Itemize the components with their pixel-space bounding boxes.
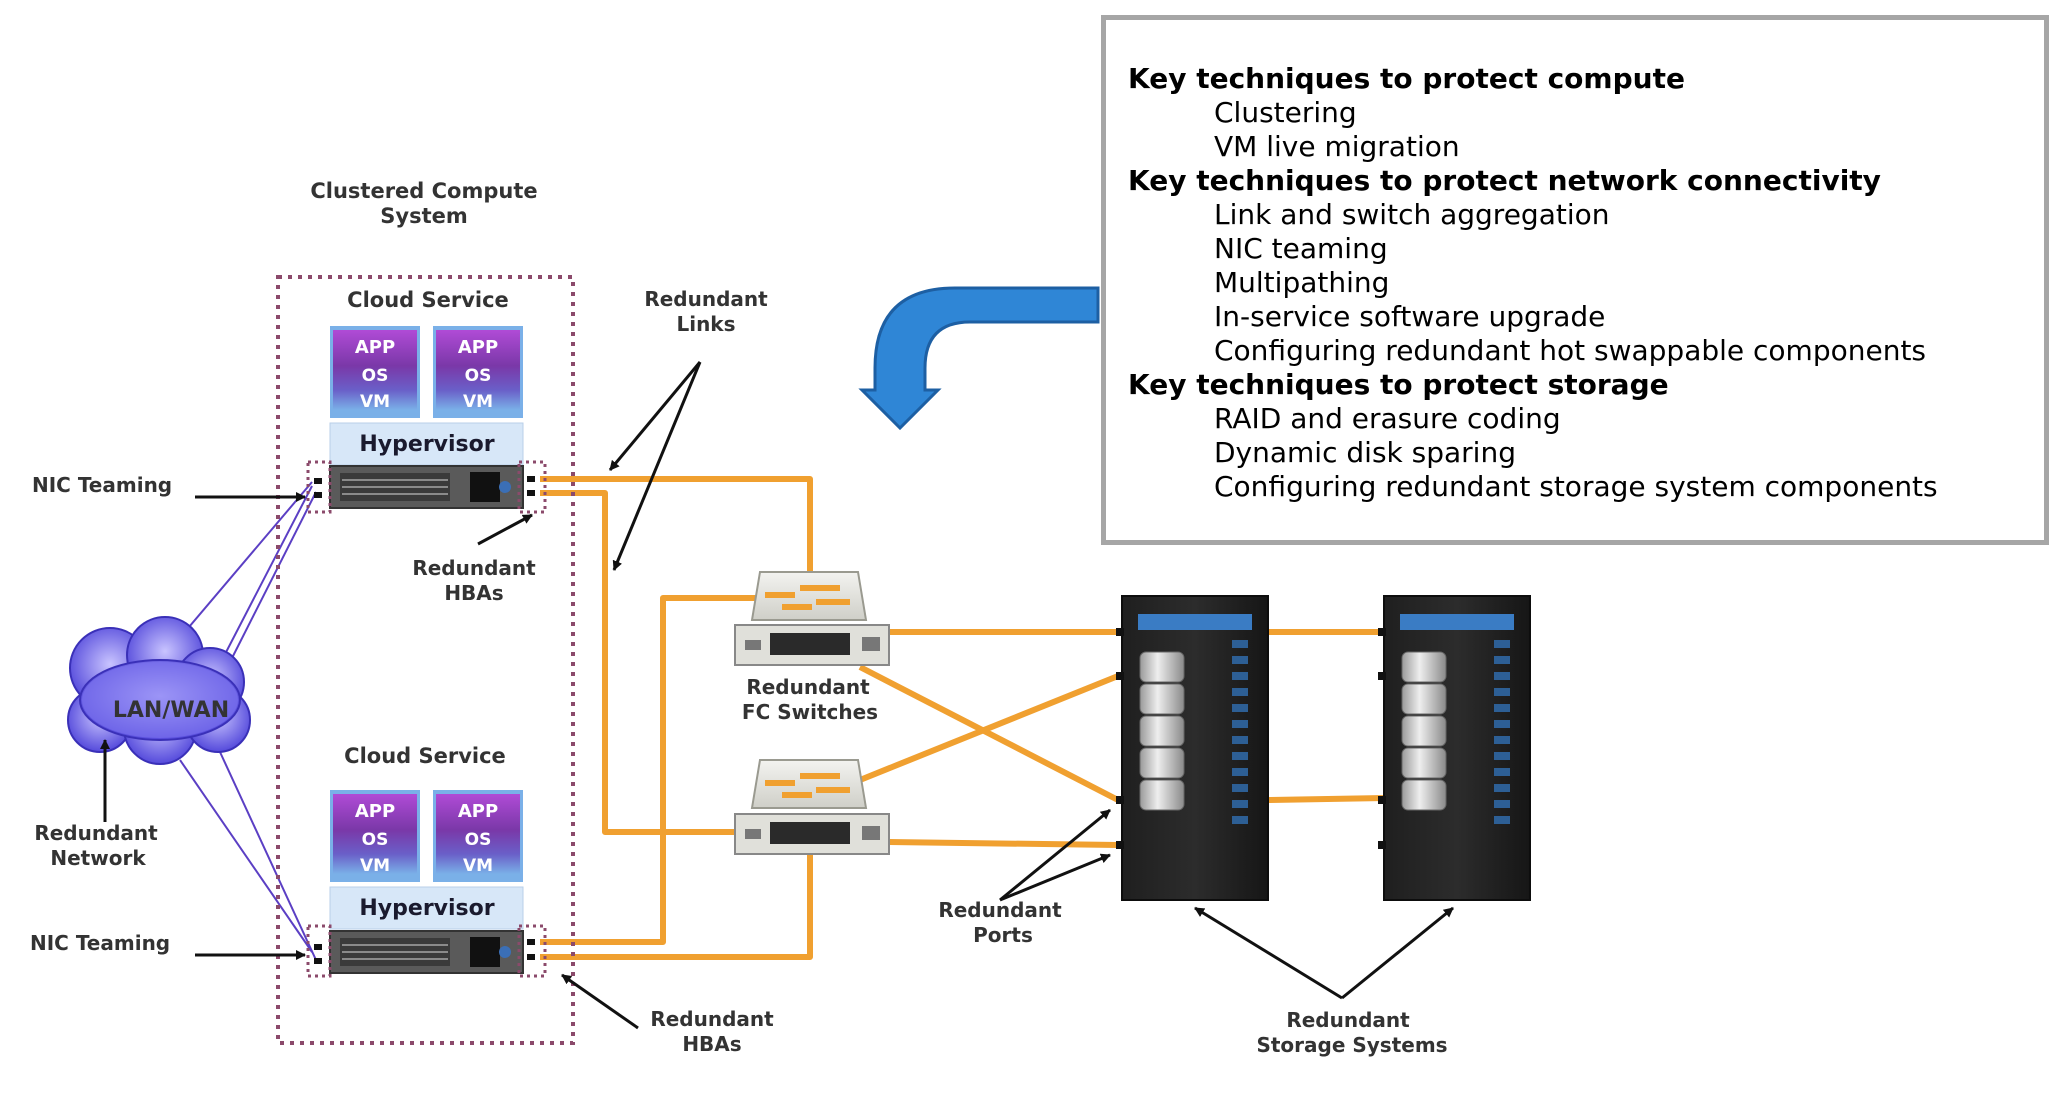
section-item: Dynamic disk sparing bbox=[1214, 436, 1516, 469]
section-item: NIC teaming bbox=[1214, 232, 1388, 265]
redundant-ports-label-1: Redundant bbox=[938, 898, 1062, 922]
annotation-arrows bbox=[100, 361, 1454, 1030]
cloud-service-bottom-label: Cloud Service bbox=[344, 744, 506, 768]
nic-team-bottom-box bbox=[306, 924, 332, 978]
fc-switch-top bbox=[734, 571, 890, 666]
hypervisor-bottom bbox=[329, 886, 524, 930]
cloud-service-top: Cloud Service APP OS VM APP OS VM Hyperv… bbox=[306, 288, 547, 514]
hba-top-box bbox=[517, 460, 547, 514]
redundant-network-label-1: Redundant bbox=[34, 821, 158, 845]
storage-system-2 bbox=[1378, 595, 1531, 901]
server-bottom bbox=[329, 930, 524, 974]
vm-bottom-1-vm: VM bbox=[360, 856, 390, 876]
redundant-storage-label-1: Redundant bbox=[1286, 1008, 1410, 1032]
vm-top-1-os: OS bbox=[362, 366, 389, 386]
hba-bottom-box bbox=[517, 924, 547, 978]
vm-bottom-1: APP OS VM bbox=[330, 790, 420, 882]
hbas-bottom-label-1: Redundant bbox=[650, 1007, 774, 1031]
section-item: Multipathing bbox=[1214, 266, 1390, 299]
lan-wan-cloud: LAN/WAN bbox=[67, 616, 251, 765]
lan-link-top-2 bbox=[229, 491, 317, 663]
nic-teaming-top-label: NIC Teaming bbox=[32, 473, 172, 497]
vm-bottom-2-os: OS bbox=[465, 830, 492, 850]
arrow-ports-2 bbox=[999, 853, 1111, 902]
section-item: Clustering bbox=[1214, 96, 1357, 129]
arrow-links-2 bbox=[612, 361, 702, 571]
vm-top-1: APP OS VM bbox=[330, 326, 420, 418]
nic-team-top-box bbox=[306, 460, 332, 514]
cluster-title-line1: Clustered Compute bbox=[310, 179, 537, 203]
arrow-ports-1 bbox=[999, 808, 1111, 902]
fc-link-bottom-server-1 bbox=[540, 595, 758, 945]
lan-link-bottom-1 bbox=[179, 759, 313, 953]
fc-link-bottom-server-2 bbox=[540, 848, 813, 960]
arrow-hbas-bottom bbox=[561, 973, 639, 1030]
cluster-title-line2: System bbox=[380, 204, 467, 228]
vm-bottom-2-app: APP bbox=[458, 801, 498, 822]
fc-switch-bottom bbox=[734, 759, 890, 855]
vm-top-2-os: OS bbox=[465, 366, 492, 386]
section-heading: Key techniques to protect compute bbox=[1128, 62, 1685, 95]
hypervisor-top-label: Hypervisor bbox=[359, 432, 494, 457]
lan-link-top-1 bbox=[177, 481, 313, 641]
lan-wan-label: LAN/WAN bbox=[113, 698, 229, 723]
section-item: RAID and erasure coding bbox=[1214, 402, 1561, 435]
section-heading: Key techniques to protect storage bbox=[1128, 368, 1669, 401]
fc-link-top-server-2 bbox=[540, 490, 736, 835]
redundant-links-label-2: Links bbox=[676, 312, 735, 336]
section-item: VM live migration bbox=[1214, 130, 1460, 163]
fc-link-sw1-st1-port3 bbox=[858, 664, 1120, 803]
hbas-bottom-label-2: HBAs bbox=[682, 1032, 741, 1056]
nic-teaming-bottom-label: NIC Teaming bbox=[30, 931, 170, 955]
server-top bbox=[329, 465, 524, 509]
section-item: Link and switch aggregation bbox=[1214, 198, 1610, 231]
redundant-network-label-2: Network bbox=[50, 846, 146, 870]
fc-link-sw2-st1-port4 bbox=[885, 839, 1119, 848]
vm-top-1-vm: VM bbox=[360, 392, 390, 412]
fc-switches-label-2: FC Switches bbox=[742, 700, 878, 724]
vm-bottom-1-os: OS bbox=[362, 830, 389, 850]
vm-top-2-app: APP bbox=[458, 337, 498, 358]
section-item: Configuring redundant storage system com… bbox=[1214, 470, 1938, 503]
cloud-service-top-label: Cloud Service bbox=[347, 288, 509, 312]
vm-top-1-app: APP bbox=[355, 337, 395, 358]
storage-system-1 bbox=[1116, 595, 1269, 901]
lan-links bbox=[177, 481, 317, 961]
hypervisor-bottom-label: Hypervisor bbox=[359, 896, 494, 921]
lan-link-top-3 bbox=[221, 485, 313, 661]
redundant-storage-label-2: Storage Systems bbox=[1256, 1033, 1447, 1057]
hypervisor-top bbox=[329, 422, 524, 466]
fc-link-top-server-1 bbox=[540, 476, 813, 583]
redundant-ports-label-2: Ports bbox=[973, 923, 1033, 947]
hbas-top-label-2: HBAs bbox=[444, 581, 503, 605]
lan-link-bottom-2 bbox=[219, 751, 317, 961]
section-item: Configuring redundant hot swappable comp… bbox=[1214, 334, 1927, 367]
vm-top-2: APP OS VM bbox=[433, 326, 523, 418]
section-heading: Key techniques to protect network connec… bbox=[1128, 164, 1881, 197]
fc-link-sw2-st1-port2 bbox=[858, 673, 1120, 783]
callout-arrow bbox=[858, 286, 1100, 431]
arrow-links-1 bbox=[608, 361, 702, 471]
vm-bottom-2-vm: VM bbox=[463, 856, 493, 876]
fc-link-storage-2 bbox=[1267, 795, 1386, 803]
hbas-top-label-1: Redundant bbox=[412, 556, 536, 580]
arrow-hbas-top bbox=[477, 513, 533, 546]
fc-switches-label-1: Redundant bbox=[746, 675, 870, 699]
section-item: In-service software upgrade bbox=[1214, 300, 1606, 333]
vm-bottom-2: APP OS VM bbox=[433, 790, 523, 882]
vm-bottom-1-app: APP bbox=[355, 801, 395, 822]
arrow-storage-2 bbox=[1341, 906, 1454, 1000]
arrow-storage-1 bbox=[1194, 906, 1343, 1000]
cloud-service-bottom: Cloud Service APP OS VM APP OS VM Hyperv… bbox=[306, 744, 547, 978]
vm-top-2-vm: VM bbox=[463, 392, 493, 412]
redundant-links-label-1: Redundant bbox=[644, 287, 768, 311]
